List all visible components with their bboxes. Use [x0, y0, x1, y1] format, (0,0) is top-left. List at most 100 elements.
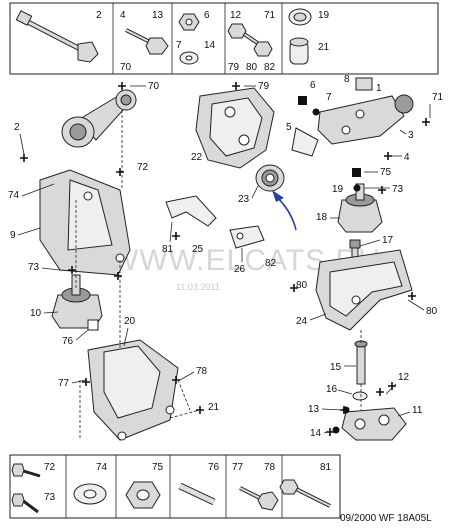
- callout-80-right[interactable]: 80: [426, 306, 438, 317]
- callout-3[interactable]: 3: [408, 130, 414, 141]
- callout-18[interactable]: 18: [316, 212, 328, 223]
- fixing-point-marker: [290, 284, 298, 292]
- engine-bracket[interactable]: [39, 169, 131, 276]
- footer-legend-frame: [9, 454, 341, 519]
- header-cell-label: 6: [204, 10, 210, 21]
- callout-73-left[interactable]: 73: [28, 262, 40, 273]
- callout-23[interactable]: 23: [238, 194, 250, 205]
- watermark-date: 11.03.2011: [176, 282, 220, 292]
- callout-13[interactable]: 13: [308, 404, 320, 415]
- callout-16[interactable]: 16: [326, 384, 338, 395]
- callout-1[interactable]: 1: [376, 83, 382, 94]
- bent-bracket[interactable]: [165, 195, 217, 227]
- fixing-point-marker: [82, 378, 90, 386]
- callout-73-right[interactable]: 73: [392, 184, 404, 195]
- callout-6[interactable]: 6: [310, 80, 316, 91]
- footer-cell-pin[interactable]: 76: [178, 462, 220, 506]
- long-bolt-icon: [279, 479, 331, 508]
- callout-9[interactable]: 9: [10, 230, 16, 241]
- upper-right-assembly: [195, 77, 414, 233]
- gearbox-bracket[interactable]: [195, 87, 275, 169]
- header-cell-label: 4: [120, 10, 126, 21]
- fixing-point-marker: [384, 152, 392, 160]
- callout-74[interactable]: 74: [8, 190, 20, 201]
- callout-82[interactable]: 82: [265, 258, 277, 269]
- header-cell-label: 80: [246, 62, 258, 73]
- fixing-point-marker: [232, 82, 240, 90]
- footer-cell-label: 78: [264, 462, 276, 473]
- callout-21[interactable]: 21: [208, 402, 220, 413]
- header-legend-frame: [9, 2, 439, 75]
- callout-22[interactable]: 22: [191, 152, 203, 163]
- callout-2[interactable]: 2: [14, 122, 20, 133]
- nut[interactable]: [298, 96, 307, 105]
- diagram-reference: 09/2000 WF 18A05L: [340, 513, 432, 524]
- callout-80-left[interactable]: 80: [296, 280, 308, 291]
- footer-cell-label: 73: [44, 492, 56, 503]
- footer-cell-washer[interactable]: 74: [73, 462, 108, 505]
- header-cell-long-bolt[interactable]: 2: [15, 10, 102, 63]
- header-cell-bolt-nut-set[interactable]: 12 71 79 80 82: [227, 10, 276, 73]
- link-plate[interactable]: [229, 225, 265, 249]
- header-legend: 2 4 13 70 6 7 14: [9, 2, 439, 75]
- silent-block[interactable]: [255, 164, 285, 192]
- fixing-point-marker: [196, 406, 204, 414]
- washer[interactable]: [312, 108, 320, 116]
- fixing-point-marker: [20, 154, 28, 162]
- washer[interactable]: [352, 391, 368, 401]
- callout-79[interactable]: 79: [258, 81, 270, 92]
- callout-72[interactable]: 72: [137, 162, 149, 173]
- footer-cell-hex-nut[interactable]: 75: [125, 462, 164, 509]
- header-cell-label: 70: [120, 62, 132, 73]
- callout-10[interactable]: 10: [30, 308, 42, 319]
- footer-cell-flange-bolt[interactable]: 77 78: [232, 462, 279, 511]
- left-mount-assembly: [39, 89, 201, 441]
- nut[interactable]: [352, 168, 361, 177]
- nut[interactable]: [332, 426, 340, 434]
- footer-cell-label: 81: [320, 462, 332, 473]
- fixing-point-marker: [68, 266, 76, 274]
- callout-12[interactable]: 12: [398, 372, 410, 383]
- nut-and-washer-icon: [178, 13, 200, 65]
- callout-4[interactable]: 4: [404, 152, 410, 163]
- torque-rod[interactable]: [61, 89, 137, 148]
- footer-cell-label: 74: [96, 462, 108, 473]
- lower-support[interactable]: [87, 339, 179, 441]
- stop-pad[interactable]: [355, 77, 373, 91]
- callout-78[interactable]: 78: [196, 366, 208, 377]
- header-cell-bolt[interactable]: 4 13 70: [120, 10, 169, 73]
- fixing-point-marker: [422, 118, 430, 126]
- callout-81[interactable]: 81: [162, 244, 174, 255]
- callout-14[interactable]: 14: [310, 428, 322, 439]
- clip-bracket[interactable]: [291, 127, 319, 157]
- callout-24[interactable]: 24: [296, 316, 308, 327]
- callout-11[interactable]: 11: [412, 405, 423, 416]
- callout-17[interactable]: 17: [382, 235, 394, 246]
- cap[interactable]: [353, 184, 361, 192]
- callout-8[interactable]: 8: [344, 74, 350, 85]
- callout-5[interactable]: 5: [286, 122, 292, 133]
- lower-bracket[interactable]: [315, 249, 413, 331]
- callout-77[interactable]: 77: [58, 378, 70, 389]
- callout-20[interactable]: 20: [124, 316, 136, 327]
- callout-26[interactable]: 26: [234, 264, 246, 275]
- callout-25[interactable]: 25: [192, 244, 204, 255]
- square-pin[interactable]: [87, 319, 99, 331]
- callout-76[interactable]: 76: [62, 336, 74, 347]
- support-arm[interactable]: [317, 94, 414, 145]
- footer-cell-screw[interactable]: 72 73: [11, 462, 56, 514]
- stud-pin[interactable]: [354, 340, 368, 385]
- callout-15[interactable]: 15: [330, 362, 342, 373]
- upper-mount[interactable]: [337, 183, 383, 233]
- fixing-point-marker: [116, 168, 124, 176]
- header-cell-nut-washer[interactable]: 6 7 14: [176, 10, 216, 65]
- callout-75[interactable]: 75: [380, 167, 392, 178]
- footer-cell-long-bolt[interactable]: 81: [279, 462, 332, 508]
- lower-right-assembly: [315, 239, 413, 441]
- callout-7[interactable]: 7: [326, 92, 332, 103]
- callout-19[interactable]: 19: [332, 184, 344, 195]
- callout-71[interactable]: 71: [432, 92, 444, 103]
- header-cell-cap-sleeve[interactable]: 19 21: [288, 8, 330, 65]
- lower-base[interactable]: [341, 407, 407, 441]
- callout-70[interactable]: 70: [148, 81, 160, 92]
